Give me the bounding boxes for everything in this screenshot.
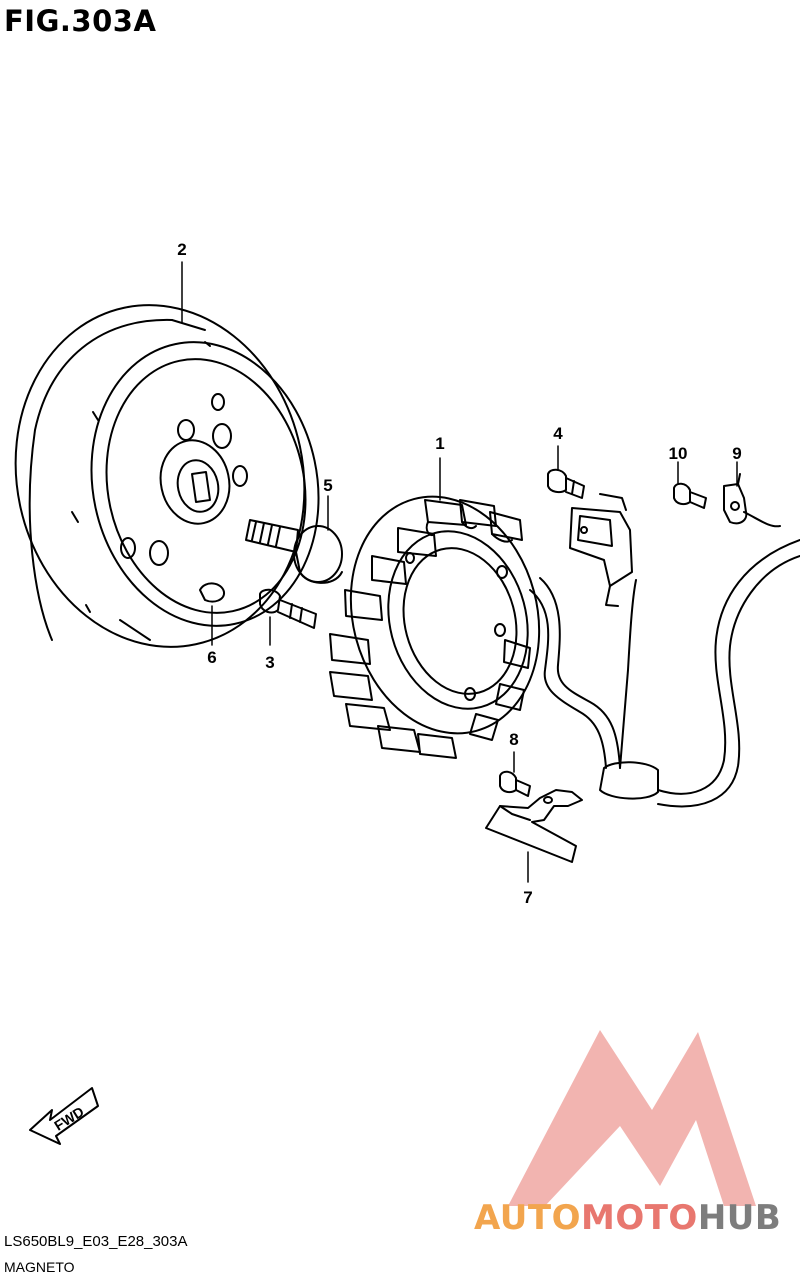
figure-title: FIG.303A [4, 4, 157, 38]
wire-clamp [723, 473, 781, 528]
pickup-coil [569, 493, 633, 607]
callout-9: 9 [732, 444, 742, 463]
section-name: MAGNETO [4, 1259, 75, 1275]
callout-6: 6 [207, 648, 217, 667]
brand-part-auto: AUTO [474, 1198, 581, 1238]
stator-screw [259, 588, 317, 629]
stator [329, 495, 541, 759]
callout-4: 4 [553, 424, 563, 443]
rotor-bolt [245, 519, 343, 584]
brand-part-moto: MOTO [580, 1198, 698, 1238]
callout-2: 2 [177, 240, 187, 259]
stator-lead-wire [529, 539, 800, 808]
key [199, 582, 226, 603]
callout-7: 7 [523, 888, 533, 907]
bolt-4 [547, 468, 585, 499]
wiring-plate [485, 789, 583, 863]
bolt-8 [499, 770, 531, 797]
rotor-flywheel [14, 304, 320, 648]
callout-5: 5 [323, 476, 333, 495]
callout-8: 8 [509, 730, 519, 749]
fwd-arrow [29, 1087, 99, 1145]
bolt-10 [673, 482, 707, 509]
callout-3: 3 [265, 653, 275, 672]
callout-1: 1 [435, 434, 445, 453]
callout-10: 10 [668, 444, 688, 463]
diagram-code: LS650BL9_E03_E28_303A [4, 1233, 188, 1250]
automotohub-logo-mark [508, 1030, 756, 1206]
watermark-brand: AUTOMOTOHUB [474, 1198, 781, 1238]
brand-part-hub: HUB [697, 1198, 782, 1238]
fwd-label: FWD [51, 1103, 87, 1133]
